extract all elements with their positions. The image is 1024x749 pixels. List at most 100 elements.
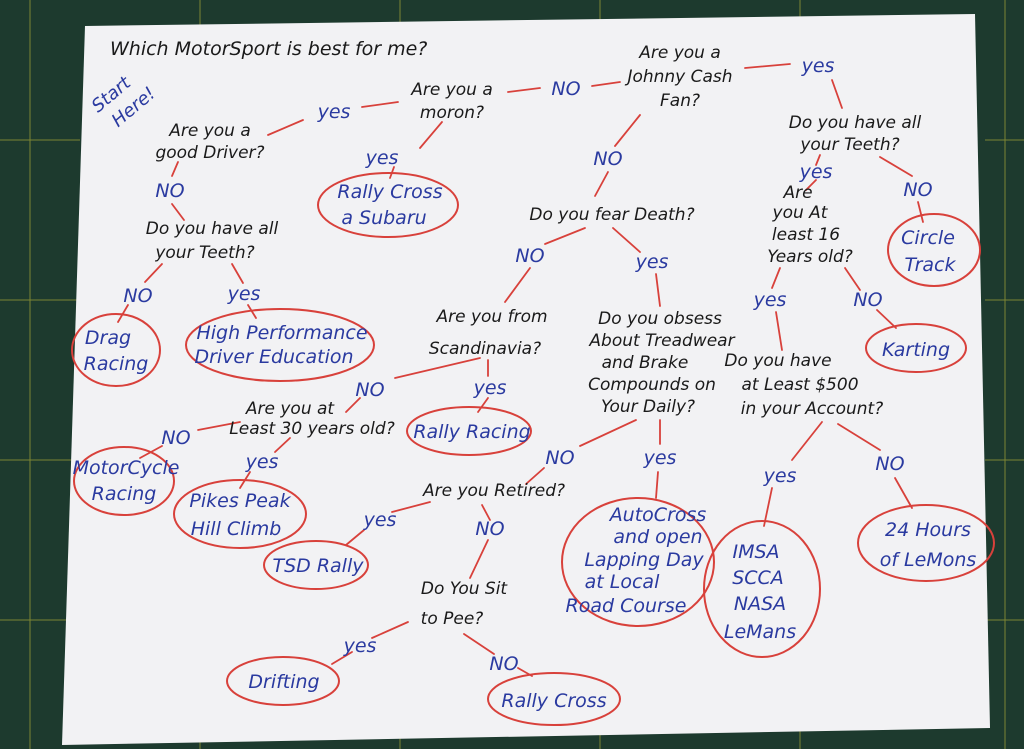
result-line: MotorCycle xyxy=(73,457,180,479)
result-line: NASA xyxy=(734,593,786,615)
result-line: Racing xyxy=(84,353,149,375)
question-moron: Are you a moron? xyxy=(410,80,493,123)
answer-no: NO xyxy=(515,245,544,267)
question-age-30: Are you at Least 30 years old? xyxy=(229,399,394,439)
result-line: of LeMons xyxy=(880,549,977,571)
answer-no: NO xyxy=(155,180,184,202)
question-line: Johnny Cash xyxy=(624,67,732,87)
question-fear-death: Do you fear Death? xyxy=(529,205,694,225)
question-line: Do you have all xyxy=(146,219,279,239)
answer-no: NO xyxy=(161,427,190,449)
question-johnny-cash: Are you a Johnny Cash Fan? xyxy=(624,43,732,111)
question-line: Do You Sit xyxy=(421,579,509,599)
result-autocross: AutoCross and open Lapping Day at Local … xyxy=(566,504,707,617)
answer-yes: yes xyxy=(635,251,669,273)
result-motorcycle-racing: MotorCycle Racing xyxy=(73,457,180,505)
result-line: Lapping Day xyxy=(584,549,704,571)
result-line: TSD Rally xyxy=(273,555,365,577)
question-sit-to-pee: Do You Sit to Pee? xyxy=(421,579,509,629)
result-line: Karting xyxy=(882,339,950,361)
result-circle-track: Circle Track xyxy=(901,227,956,276)
question-line: Scandinavia? xyxy=(429,339,541,359)
answer-labels: yes NO yes yes NO NO yes NO yes NO NO ye… xyxy=(123,55,932,675)
result-line: High Performance xyxy=(196,322,367,344)
answer-no: NO xyxy=(593,148,622,170)
question-money-500: Do you have at Least $500 in your Accoun… xyxy=(724,351,883,419)
question-line: Your Daily? xyxy=(601,397,695,417)
answer-no: NO xyxy=(903,179,932,201)
question-line: About Treadwear xyxy=(588,331,735,351)
answer-yes: yes xyxy=(365,147,399,169)
question-good-driver: Are you a good Driver? xyxy=(155,121,264,163)
result-line: Hill Climb xyxy=(191,518,282,540)
answer-yes: yes xyxy=(763,465,797,487)
result-hpde: High Performance Driver Education xyxy=(194,322,367,368)
question-treadwear: Do you obsess About Treadwear and Brake … xyxy=(588,309,735,417)
diagram-title: Which MotorSport is best for me? xyxy=(110,38,427,60)
result-rally-racing: Rally Racing xyxy=(413,421,530,443)
question-line: Are you from xyxy=(435,307,547,327)
question-line: Least 30 years old? xyxy=(229,419,394,439)
answer-no: NO xyxy=(545,447,574,469)
result-imsa: IMSA SCCA NASA LeMans xyxy=(724,541,796,643)
paper-sheet xyxy=(62,14,990,745)
question-line: Are you at xyxy=(245,399,336,419)
result-line: 24 Hours xyxy=(885,519,971,541)
result-line: IMSA xyxy=(732,541,779,563)
answer-no: NO xyxy=(475,518,504,540)
question-age-16: Are you At least 16 Years old? xyxy=(767,183,853,267)
answer-no: NO xyxy=(123,285,152,307)
result-line: AutoCross xyxy=(608,504,707,526)
result-pikes-peak: Pikes Peak Hill Climb xyxy=(189,490,291,540)
question-line: to Pee? xyxy=(421,609,484,629)
answer-yes: yes xyxy=(643,447,677,469)
result-drag-racing: Drag Racing xyxy=(84,327,149,375)
result-line: Rally Cross xyxy=(337,181,442,203)
question-line: Do you have xyxy=(724,351,831,371)
question-line: Are you a xyxy=(168,121,251,141)
question-line: moron? xyxy=(420,103,484,123)
result-karting: Karting xyxy=(882,339,950,361)
question-line: your Teeth? xyxy=(799,135,899,155)
question-line: at Least $500 xyxy=(741,375,858,395)
question-line: Are you Retired? xyxy=(422,481,565,501)
answer-yes: yes xyxy=(801,55,835,77)
question-teeth-left: Do you have all your Teeth? xyxy=(146,219,279,263)
question-retired: Are you Retired? xyxy=(422,481,565,501)
question-teeth-right: Do you have all your Teeth? xyxy=(789,113,922,155)
answer-yes: yes xyxy=(245,451,279,473)
answer-no: NO xyxy=(875,453,904,475)
answer-yes: yes xyxy=(317,101,351,123)
question-scandinavia: Are you from Scandinavia? xyxy=(429,307,548,359)
result-line: a Subaru xyxy=(341,207,426,229)
answer-yes: yes xyxy=(363,509,397,531)
result-line: Driver Education xyxy=(194,346,353,368)
result-line: and open xyxy=(613,526,702,548)
result-drifting: Drifting xyxy=(248,671,319,693)
question-line: Are you a xyxy=(638,43,721,63)
answer-no: NO xyxy=(853,289,882,311)
result-line: Drifting xyxy=(248,671,319,693)
question-line: good Driver? xyxy=(155,143,264,163)
question-line: Do you obsess xyxy=(598,309,722,329)
question-line: Are you a xyxy=(410,80,493,100)
result-line: Drag xyxy=(85,327,131,349)
answer-yes: yes xyxy=(343,635,377,657)
question-line: Are xyxy=(782,183,812,203)
result-line: SCCA xyxy=(732,567,784,589)
result-line: Pikes Peak xyxy=(189,490,291,512)
result-ovals xyxy=(71,172,995,726)
answer-yes: yes xyxy=(799,161,833,183)
result-line: Road Course xyxy=(566,595,687,617)
answer-yes: yes xyxy=(227,283,261,305)
question-line: Years old? xyxy=(767,247,853,267)
question-line: least 16 xyxy=(772,225,840,245)
answer-no: NO xyxy=(551,78,580,100)
result-tsd-rally: TSD Rally xyxy=(273,555,365,577)
question-line: Compounds on xyxy=(588,375,716,395)
question-line: you At xyxy=(772,203,829,223)
answer-yes: yes xyxy=(753,289,787,311)
question-line: Do you have all xyxy=(789,113,922,133)
result-line: at Local xyxy=(585,571,660,593)
result-line: Track xyxy=(904,254,956,276)
